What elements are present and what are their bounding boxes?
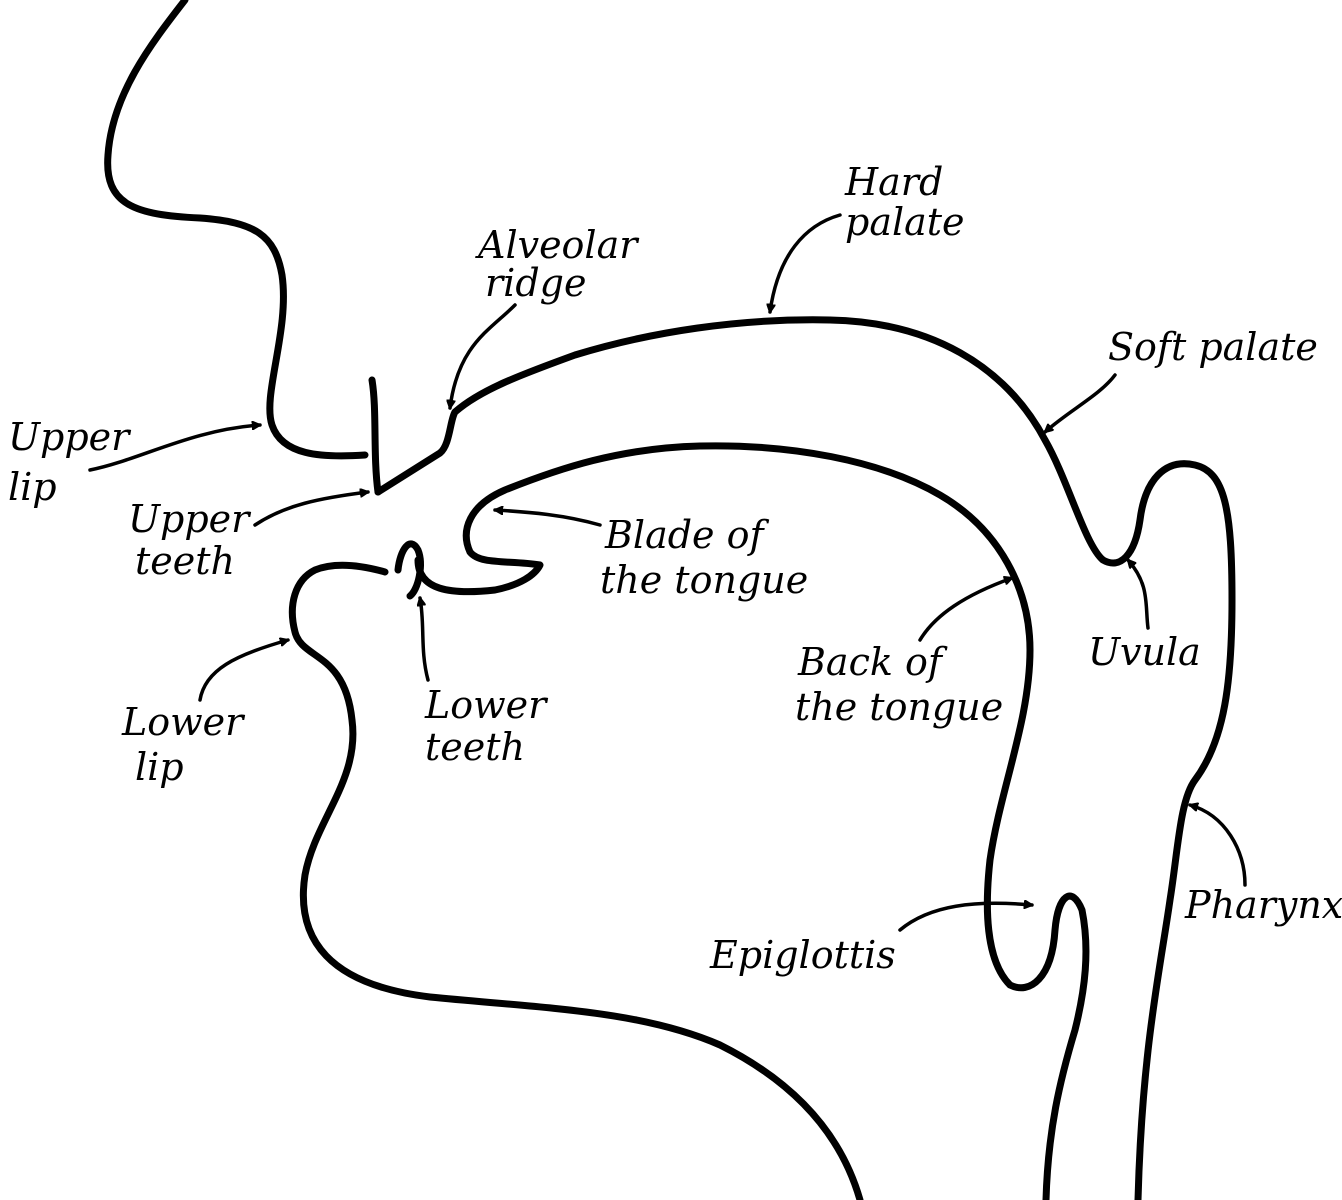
lower-lip-chin-outline: [288, 561, 864, 1200]
face-profile-outline: [104, 0, 369, 460]
epiglottis-label: Epiglottis: [709, 933, 896, 977]
pharynx-arrow: [1188, 805, 1247, 887]
upper-teeth-arrow: [253, 492, 370, 527]
upper-lip-label: Upper lip: [8, 415, 141, 509]
uvula-label: Uvula: [1088, 630, 1201, 674]
upper-lip-arrow: [88, 425, 262, 472]
upper-teeth-outline: [368, 376, 382, 496]
epiglottis-arrow: [898, 903, 1034, 932]
pharynx-label: Pharynx: [1184, 883, 1342, 927]
back-of-tongue-arrow: [918, 578, 1014, 642]
hard-palate-label: Hard palate: [844, 160, 965, 244]
back-of-tongue-label: Back of the tongue: [795, 640, 1003, 729]
lower-teeth-outline: [394, 540, 424, 600]
soft-palate-label: Soft palate: [1108, 325, 1318, 369]
lower-teeth-label: Lower teeth: [424, 683, 558, 769]
hard-palate-arrow: [770, 213, 842, 314]
uvula-arrow: [1126, 558, 1150, 630]
alveolar-ridge-label: Alveolar ridge: [475, 223, 650, 305]
alveolar-ridge-arrow: [450, 303, 517, 410]
lower-lip-arrow: [198, 640, 290, 702]
tongue-outline: [414, 442, 1090, 1200]
lower-teeth-arrow: [420, 596, 430, 682]
palate-outline: [374, 316, 1236, 1200]
soft-palate-arrow: [1043, 373, 1117, 434]
blade-of-tongue-arrow: [493, 510, 602, 527]
blade-of-tongue-label: Blade of the tongue: [600, 513, 808, 602]
upper-teeth-label: Upper teeth: [128, 497, 261, 583]
lower-lip-label: Lower lip: [121, 700, 255, 789]
